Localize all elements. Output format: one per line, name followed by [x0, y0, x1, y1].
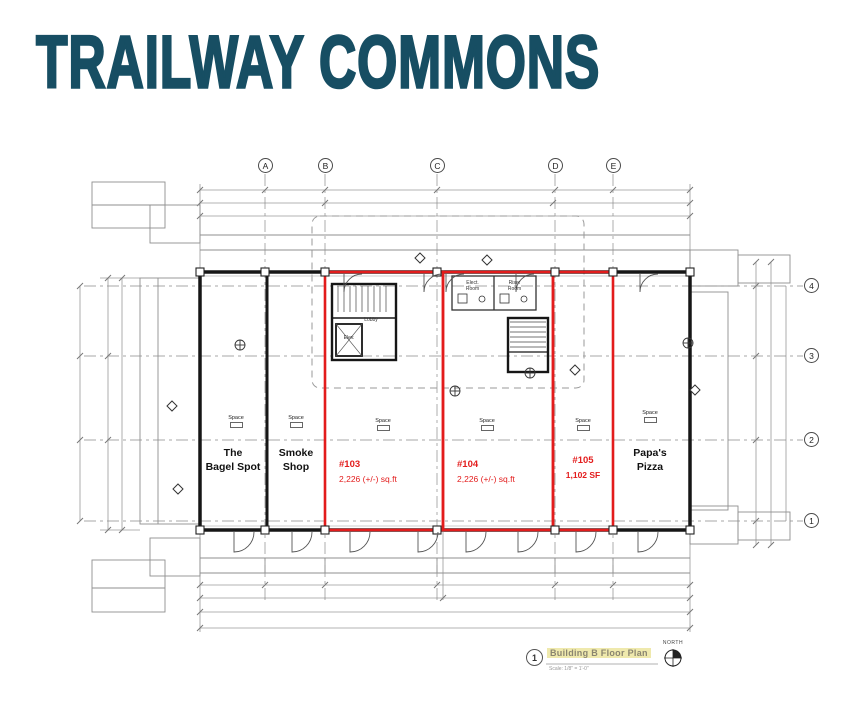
entry-doors-top [343, 273, 659, 293]
space-tag-text: Space [642, 410, 658, 416]
unit-label-papas-pizza: Papa's Pizza [633, 447, 667, 473]
grid-row-2: 2 [804, 432, 819, 447]
stair-core-103 [330, 282, 398, 362]
space-tag-bagel: Space [221, 415, 251, 429]
keynote-circles [234, 337, 694, 397]
entry-doors-bottom [233, 531, 659, 553]
unit-label-104: #104 2,226 (+/-) sq.ft [457, 459, 557, 484]
room-number-box [576, 425, 590, 432]
page-title: TRAILWAY COMMONS [35, 21, 601, 104]
electrical-room-label: Elect. Room [465, 280, 480, 292]
space-tag-papas: Space [635, 410, 665, 424]
site-structures [91, 181, 791, 613]
elevator-shaft [335, 323, 363, 357]
grid-column-c: C [430, 158, 445, 173]
space-tag-smoke: Space [281, 415, 311, 429]
space-tag-text: Space [479, 418, 495, 424]
space-tag-text: Space [575, 418, 591, 424]
unit-label-bagel-spot: The Bagel Spot [205, 447, 261, 473]
grid-column-b: B [318, 158, 333, 173]
building-walls [198, 270, 692, 532]
room-number-box [376, 425, 390, 432]
unit-105-area: 1,102 SF [565, 470, 601, 480]
scale-note: Scale: 1/8" = 1'-0" [549, 666, 589, 672]
room-number-box [289, 422, 303, 429]
lobby-label: Lobby [364, 317, 378, 323]
stair-core-104 [506, 316, 550, 374]
storefront-glazing [202, 275, 688, 527]
grid-column-e: E [606, 158, 621, 173]
space-tag-103: Space [368, 418, 398, 432]
floor-plan-caption: Building B Floor Plan [547, 648, 651, 658]
dimension-lines [79, 184, 787, 632]
space-tag-text: Space [375, 418, 391, 424]
stair-treads [337, 286, 387, 312]
dashed-overhang-outline [311, 215, 585, 389]
grid-row-3: 3 [804, 348, 819, 363]
space-tag-104: Space [472, 418, 502, 432]
unit-label-smoke-shop: Smoke Shop [278, 447, 314, 473]
utility-rooms-104 [451, 275, 537, 311]
dimension-ticks [76, 186, 775, 632]
keynote-symbols [166, 252, 701, 495]
grid-column-a: A [258, 158, 273, 173]
elevator-label: Elev. [343, 335, 355, 341]
highlighted-unit-outlines [323, 270, 615, 532]
detail-number-bubble: 1 [526, 649, 543, 666]
room-number-box [643, 417, 657, 424]
unit-label-103: #103 2,226 (+/-) sq.ft [339, 459, 439, 484]
space-tag-105: Space [568, 418, 598, 432]
unit-104-number: #104 [457, 459, 479, 470]
unit-103-area: 2,226 (+/-) sq.ft [339, 474, 397, 484]
unit-103-outline [323, 270, 445, 532]
unit-104-area: 2,226 (+/-) sq.ft [457, 474, 515, 484]
north-arrow-icon [664, 649, 682, 667]
grid-row-1: 1 [804, 513, 819, 528]
unit-105-outline [551, 270, 615, 532]
unit-103-number: #103 [339, 459, 361, 470]
room-number-box [229, 422, 243, 429]
space-tag-text: Space [288, 415, 304, 421]
unit-label-105: #105 1,102 SF [551, 455, 615, 480]
grid-row-4: 4 [804, 278, 819, 293]
unit-104-outline [441, 270, 555, 532]
structural-columns [195, 267, 695, 535]
riser-room-label: Riser Room [507, 280, 522, 292]
space-tag-text: Space [228, 415, 244, 421]
unit-105-number: #105 [572, 455, 594, 466]
grid-column-d: D [548, 158, 563, 173]
room-number-box [480, 425, 494, 432]
north-label: NORTH [662, 640, 684, 646]
